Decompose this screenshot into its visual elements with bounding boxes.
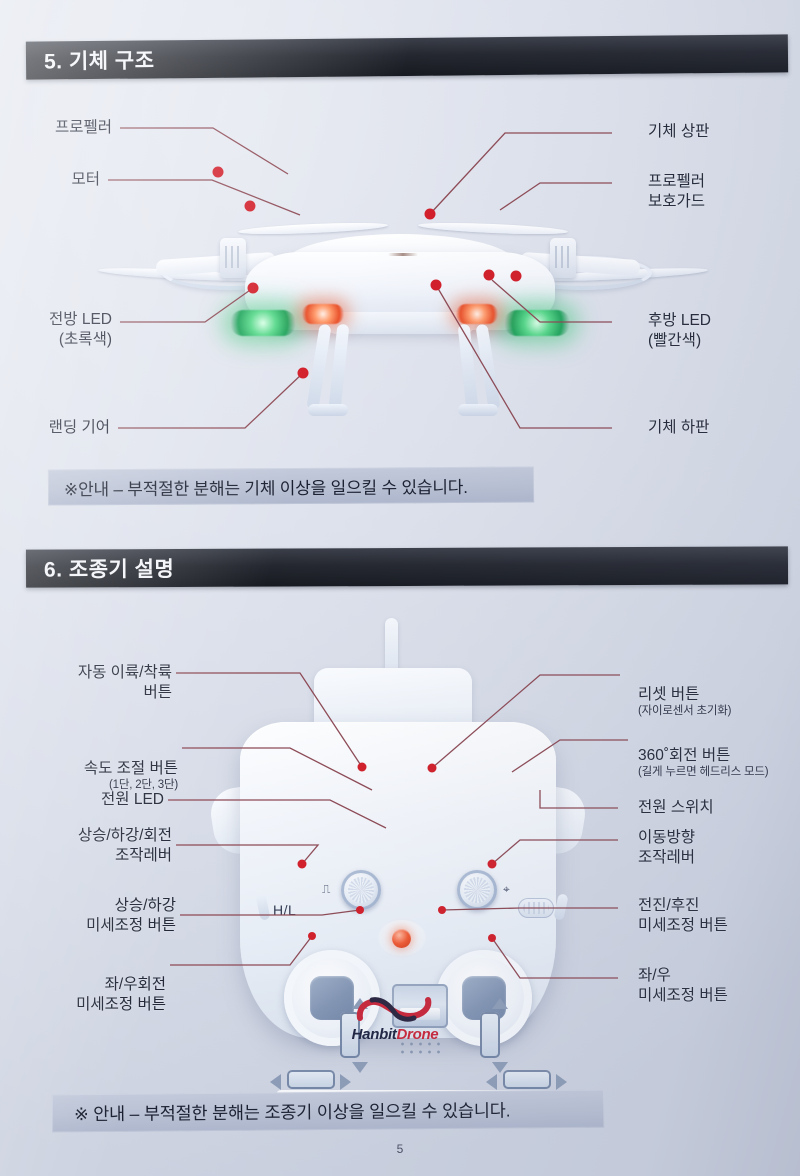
label-power-led: 전원 LED [101,791,164,808]
label-direction-stick: 이동방향 조작레버 [638,829,696,866]
label-propeller-guard: 프로펠러 보호가드 [648,173,706,210]
label-propeller: 프로펠러 [54,119,112,136]
label-landing-gear: 랜딩 기어 [48,419,110,436]
label-speed-control: 속도 조절 버튼 (1단, 2단, 3단) [83,759,178,792]
label-rear-led: 후방 LED (빨간색) [648,312,711,349]
lcd-display [392,984,448,1028]
brand-logo: HanbitDrone [330,994,460,1054]
throttle-trim-up-arrow-icon [352,998,368,1009]
label-throttle-trim: 상승/하강 미세조정 버튼 [86,897,176,934]
auto-takeoff-landing-button[interactable] [341,870,381,910]
landing-gear-leg-3 [457,323,479,411]
label-bottom-plate: 기체 하판 [648,419,710,436]
yaw-trim-button[interactable] [287,1070,335,1089]
label-front-led: 전방 LED (초록색) [49,311,112,348]
controller-illustration: H/L ⎍ ⌖ [207,618,589,1100]
label-throttle-yaw-stick: 상승/하강/회전 조작레버 [77,827,172,864]
drone-center-marking [388,253,418,256]
pitch-trim-down-arrow-icon [492,1062,508,1073]
motor-right [550,238,576,278]
page-number: 5 [396,1142,404,1156]
rear-led-right [456,304,498,324]
roll-trim-left-arrow-icon [486,1074,497,1090]
rear-led-left [302,304,344,324]
power-led [392,929,411,948]
landing-gear-foot-right [458,404,498,416]
speaker-grille [398,1040,442,1056]
drone-illustration [70,152,730,442]
propeller-blade-left-inner [237,220,389,237]
brand-name-hanbit: Hanbit [351,1026,397,1043]
roll-trim-button[interactable] [503,1070,551,1089]
yaw-trim-left-arrow-icon [270,1074,281,1090]
section-heading-controller-description: 6. 조종기 설명 [25,546,789,588]
label-roll-trim: 좌/우 미세조정 버튼 [638,967,728,1004]
landing-gear-leg-4 [475,323,501,411]
pitch-trim-button[interactable] [480,1012,500,1058]
label-motor: 모터 [71,171,100,188]
hanbit-swoosh-icon [330,994,460,1024]
speed-switch-label: H/L [273,902,297,918]
roll-trim-right-arrow-icon [556,1074,567,1090]
section-heading-aircraft-structure: 5. 기체 구조 [25,34,789,80]
landing-gear-foot-left [308,404,348,416]
landing-gear-leg-2 [328,323,350,411]
yaw-trim-right-arrow-icon [340,1074,351,1090]
takeoff-landing-icon: ⎍ [322,882,331,896]
label-yaw-trim: 좌/우회전 미세조정 버튼 [76,976,166,1013]
landing-gear-leg-1 [306,323,332,411]
brand-name-drone: Drone [396,1026,439,1043]
front-led-left [230,310,296,336]
rotation-360-button[interactable] [553,893,569,921]
notice-aircraft-disassembly: ※안내 – 부적절한 분해는 기체 이상을 일으킬 수 있습니다. [47,466,535,506]
reset-button[interactable] [457,870,497,910]
controller-body: H/L ⎍ ⌖ [240,722,569,1100]
throttle-trim-down-arrow-icon [352,1062,368,1073]
motor-left [220,238,246,278]
pitch-trim-up-arrow-icon [492,998,508,1009]
label-reset-button: 리셋 버튼 (자이로센서 초기화) [638,685,732,718]
drone-diagram [0,92,800,452]
label-auto-takeoff-landing: 자동 이륙/착륙 버튼 [77,664,172,701]
label-pitch-trim: 전진/후진 미세조정 버튼 [638,897,728,934]
notice-controller-disassembly: ※ 안내 – 부적절한 분해는 조종기 이상을 일으킬 수 있습니다. [51,1089,605,1133]
brand-name: HanbitDrone [330,1026,460,1043]
power-switch[interactable] [518,898,554,918]
front-led-right [504,310,570,336]
speed-switch-tab[interactable] [255,893,271,921]
label-power-switch: 전원 스위치 [638,799,714,816]
propeller-blade-right-inner [417,220,569,237]
rotation-icon: ⌖ [503,882,510,896]
label-360-rotation-button: 360˚회전 버튼 (길게 누르면 헤드리스 모드) [638,746,769,779]
label-top-plate: 기체 상판 [648,123,710,140]
throttle-trim-button[interactable] [340,1012,360,1058]
